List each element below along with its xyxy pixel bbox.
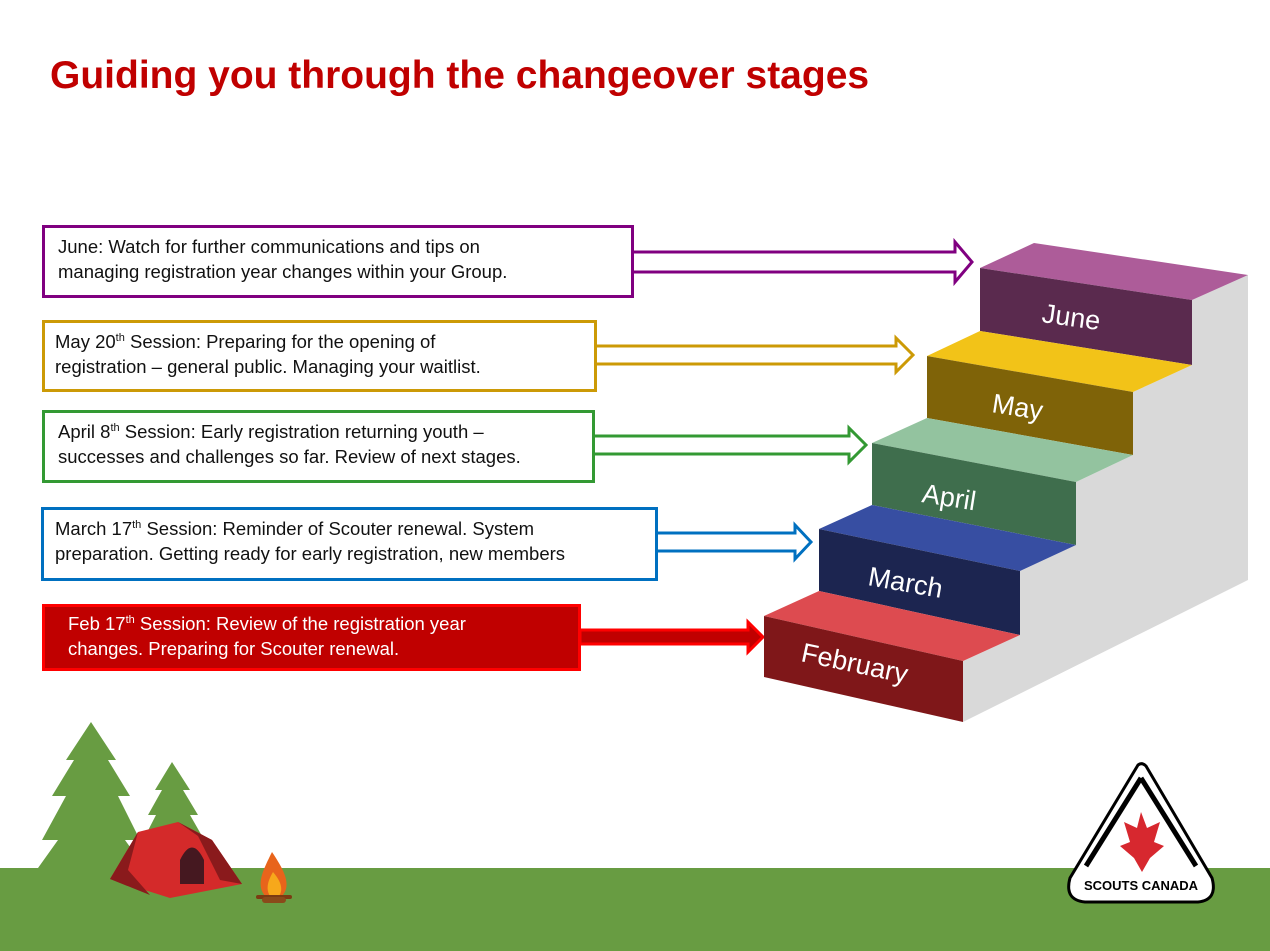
stage-april-date: April 8	[58, 421, 111, 442]
stage-may-date: May 20	[55, 331, 116, 352]
arrow-may	[596, 334, 916, 376]
step-february-front	[764, 616, 963, 722]
tent-icon	[110, 822, 242, 898]
campfire-icon	[256, 852, 292, 903]
step-june-top	[980, 243, 1248, 300]
stage-march-date: March 17	[55, 518, 133, 539]
step-february-top	[764, 591, 1020, 661]
stage-march-text: Session: Reminder of Scouter renewal. Sy…	[141, 518, 535, 539]
step-april-top	[872, 418, 1133, 482]
stage-may-text: Session: Preparing for the opening of	[124, 331, 436, 352]
stage-march-line1: March 17th Session: Reminder of Scouter …	[55, 516, 655, 541]
scouts-canada-logo: SCOUTS CANADA	[1067, 762, 1215, 904]
arrow-june	[633, 237, 974, 287]
stage-may-line1: May 20th Session: Preparing for the open…	[55, 329, 594, 354]
stage-february-text: Session: Review of the registration year	[134, 613, 466, 634]
ordinal-suffix: th	[132, 518, 142, 531]
stage-june-line2: managing registration year changes withi…	[58, 261, 508, 282]
stage-february-line1: Feb 17th Session: Review of the registra…	[68, 611, 578, 636]
arrow-april	[594, 424, 869, 466]
ordinal-suffix: th	[110, 421, 120, 434]
stage-april-line1: April 8th Session: Early registration re…	[58, 419, 592, 444]
stage-march-line2: preparation. Getting ready for early reg…	[55, 543, 566, 564]
step-may-top	[927, 331, 1192, 392]
stage-february-line2: changes. Preparing for Scouter renewal.	[68, 638, 400, 659]
stage-box-may: May 20th Session: Preparing for the open…	[42, 320, 597, 392]
step-june-front	[980, 268, 1192, 365]
step-may-front	[927, 356, 1133, 455]
step-march-top	[819, 505, 1076, 571]
svg-text:SCOUTS CANADA: SCOUTS CANADA	[1084, 878, 1199, 893]
ordinal-suffix: th	[115, 331, 125, 344]
stage-box-june: June: Watch for further communications a…	[42, 225, 634, 298]
step-march-front	[819, 529, 1020, 635]
ordinal-suffix: th	[125, 613, 135, 626]
stage-april-text: Session: Early registration returning yo…	[119, 421, 484, 442]
stage-february-date: Feb 17	[68, 613, 126, 634]
stage-june-line1: June: Watch for further communications a…	[58, 236, 480, 257]
step-april-front	[872, 443, 1076, 545]
stage-may-line2: registration – general public. Managing …	[55, 356, 481, 377]
stage-box-march: March 17th Session: Reminder of Scouter …	[41, 507, 658, 581]
stage-box-april: April 8th Session: Early registration re…	[42, 410, 595, 483]
arrow-march	[657, 521, 814, 563]
page-title: Guiding you through the changeover stage…	[50, 54, 870, 97]
stairs-side	[963, 275, 1248, 722]
stage-april-line2: successes and challenges so far. Review …	[58, 446, 521, 467]
stage-box-february: Feb 17th Session: Review of the registra…	[42, 604, 581, 671]
arrow-february	[578, 618, 766, 656]
